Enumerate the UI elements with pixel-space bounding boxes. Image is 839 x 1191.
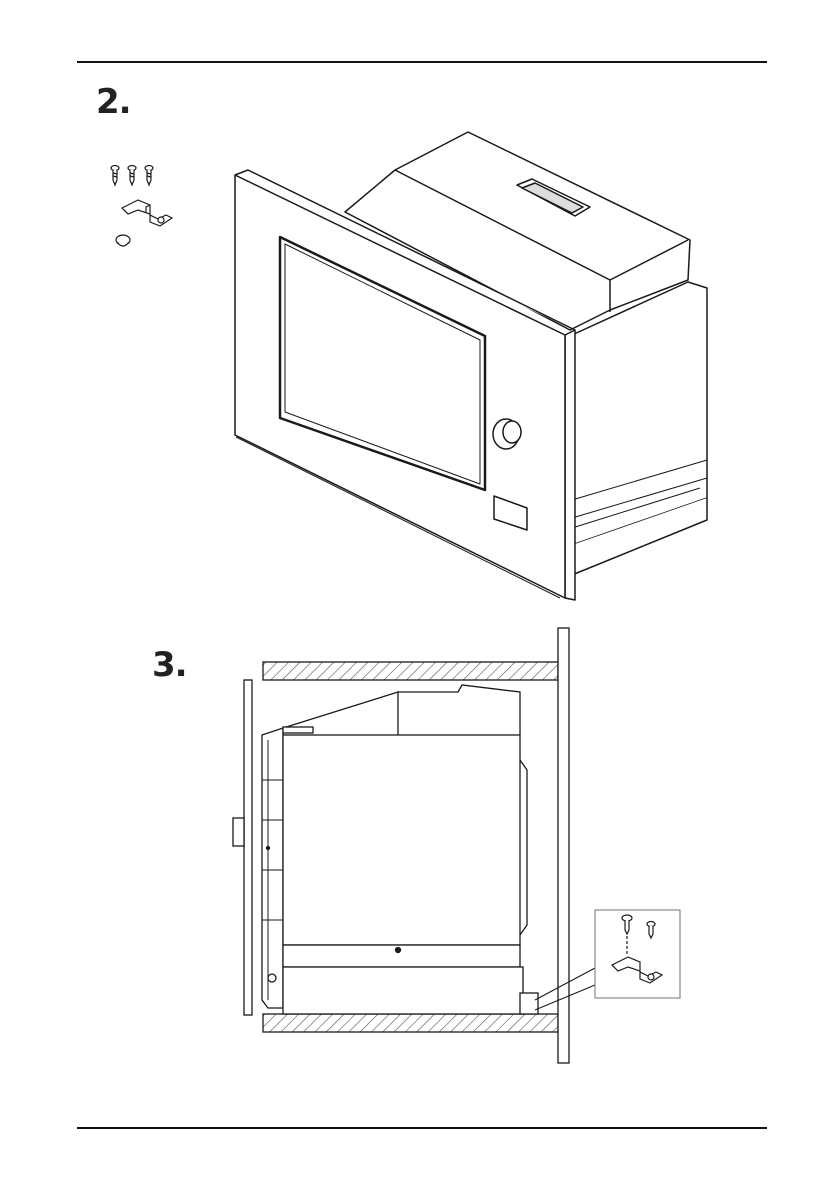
detail-callout <box>595 910 680 998</box>
detail-callout-frame <box>595 910 680 998</box>
cabinet-top-panel <box>263 662 558 680</box>
top-shroud-profile <box>283 685 520 735</box>
appliance-body <box>283 735 520 945</box>
microwave-perspective-drawing <box>235 132 707 600</box>
parts-kit <box>111 166 172 247</box>
rear-bracket <box>520 993 538 1014</box>
cap-icon <box>116 235 130 246</box>
mounting-bracket-icon <box>122 200 172 226</box>
screw-icon <box>111 166 119 186</box>
door-profile <box>262 728 283 1008</box>
base-section <box>283 945 520 967</box>
cabinet-bottom-panel <box>263 1014 558 1032</box>
front-frame-plate <box>244 680 252 1015</box>
screw-icon <box>128 166 136 186</box>
section-view-drawing <box>233 628 595 1063</box>
knob-profile <box>233 818 244 846</box>
screw-icon <box>145 166 153 186</box>
